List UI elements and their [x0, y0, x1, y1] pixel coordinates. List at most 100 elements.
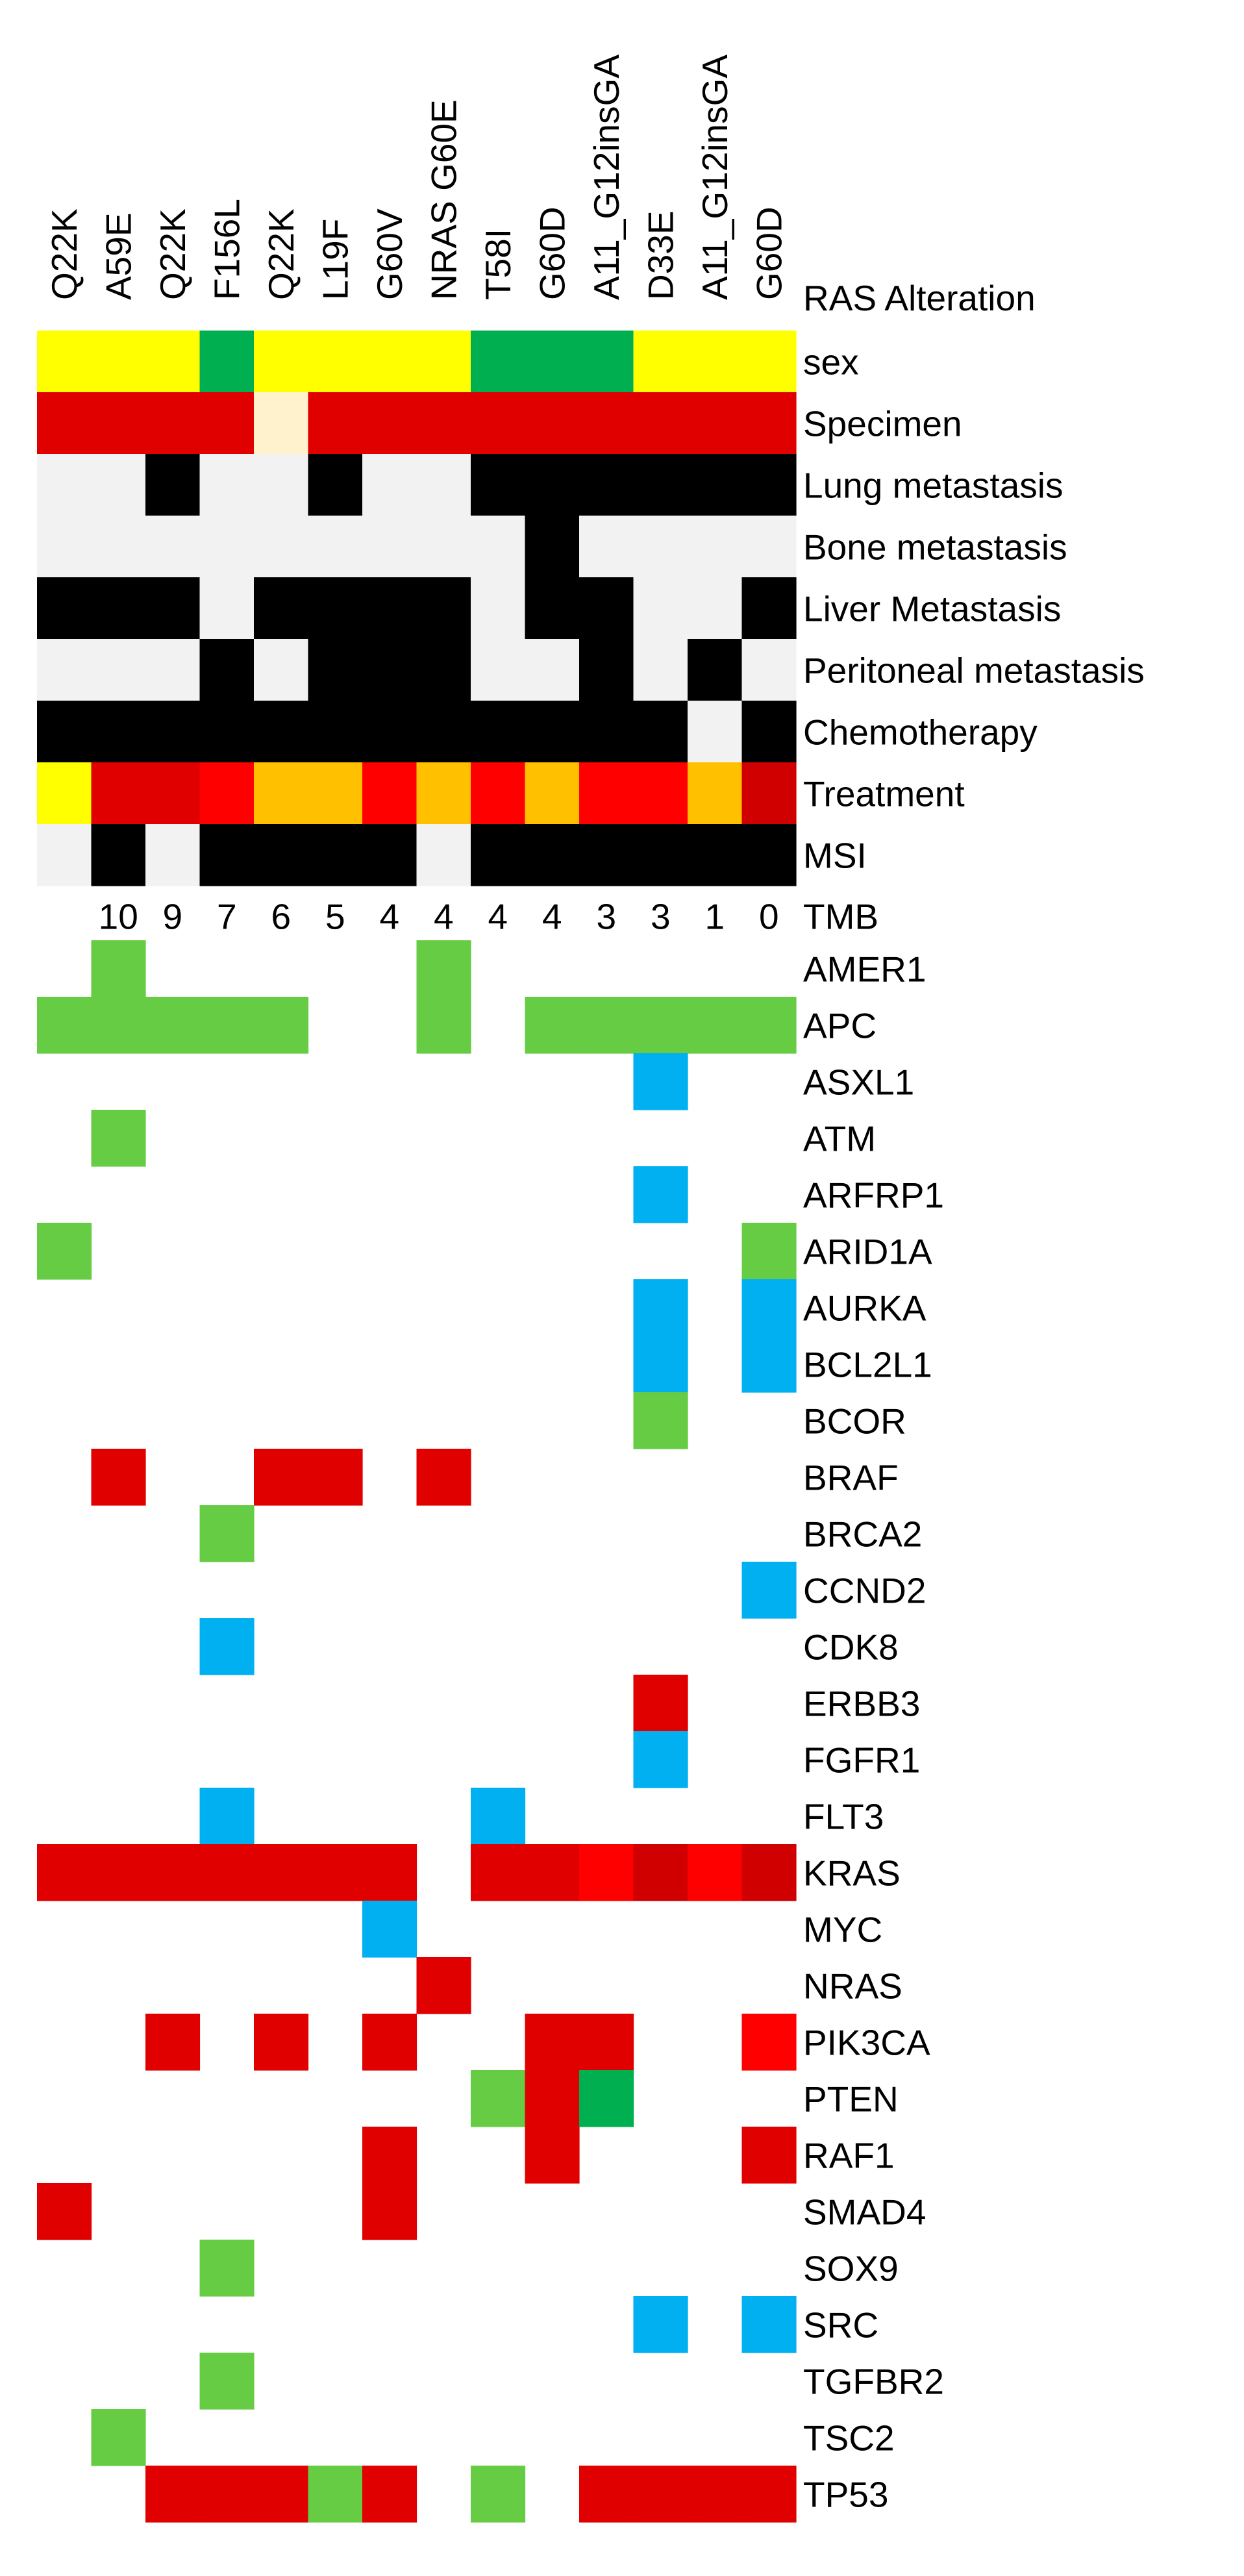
tmb-value-2: 10	[99, 897, 138, 937]
cell-flt3-9	[471, 1788, 526, 1845]
tmb-value-9: 4	[488, 897, 508, 937]
row-label-smad4: SMAD4	[803, 2192, 927, 2232]
row-label-cdk8: CDK8	[803, 1627, 899, 1668]
cell-msi-3	[145, 824, 201, 886]
cell-kras-10	[525, 1844, 580, 1901]
tmb-value-12: 3	[651, 897, 671, 937]
cell-peritoneal-metastasis-5	[254, 639, 309, 701]
row-label-brca2: BRCA2	[803, 1514, 922, 1555]
cell-bone-metastasis-2	[91, 516, 146, 578]
cell-treatment-13	[688, 762, 743, 825]
cell-msi-2	[91, 824, 146, 886]
cell-liver-metastasis-1	[37, 577, 92, 640]
cell-smad4-1	[37, 2183, 92, 2240]
cell-bone-metastasis-7	[362, 516, 417, 578]
cell-msi-9	[471, 824, 526, 886]
cell-peritoneal-metastasis-2	[91, 639, 146, 701]
cell-sex-4	[199, 331, 255, 393]
cell-lung-metastasis-14	[741, 454, 797, 516]
cell-specimen-7	[362, 392, 417, 455]
tmb-value-4: 7	[217, 897, 237, 937]
cell-treatment-2	[91, 762, 146, 825]
cell-kras-2	[91, 1844, 146, 1901]
cell-specimen-13	[688, 392, 743, 455]
cell-peritoneal-metastasis-4	[199, 639, 255, 701]
cell-apc-1	[37, 997, 92, 1054]
cell-peritoneal-metastasis-8	[416, 639, 471, 701]
cell-treatment-12	[633, 762, 688, 825]
heatmap-cells	[37, 331, 797, 2523]
cell-msi-6	[308, 824, 363, 886]
sample-label-14: G60D	[749, 206, 789, 300]
cell-treatment-11	[579, 762, 634, 825]
cell-bone-metastasis-11	[579, 516, 634, 578]
cell-apc-5	[254, 997, 309, 1054]
row-label-bone-metastasis: Bone metastasis	[803, 527, 1067, 568]
tmb-value-5: 6	[271, 897, 291, 937]
sample-label-12: D33E	[640, 210, 680, 300]
cell-chemotherapy-6	[308, 701, 363, 763]
cell-apc-14	[741, 997, 797, 1054]
cell-peritoneal-metastasis-13	[688, 639, 743, 701]
row-label-treatment: Treatment	[803, 774, 965, 814]
cell-braf-2	[91, 1449, 146, 1506]
cell-bone-metastasis-13	[688, 516, 743, 578]
cell-bone-metastasis-5	[254, 516, 309, 578]
cell-fgfr1-12	[633, 1731, 688, 1788]
sample-label-6: L19F	[315, 219, 355, 300]
sample-label-10: G60D	[532, 206, 572, 300]
cell-bone-metastasis-6	[308, 516, 363, 578]
row-label-raf1: RAF1	[803, 2136, 895, 2176]
cell-chemotherapy-1	[37, 701, 92, 763]
cell-kras-13	[688, 1844, 743, 1901]
cell-sex-12	[633, 331, 688, 393]
cell-chemotherapy-14	[741, 701, 797, 763]
row-label-nras: NRAS	[803, 1966, 902, 2007]
cell-tgfbr2-4	[199, 2353, 255, 2410]
cell-peritoneal-metastasis-1	[37, 639, 92, 701]
cell-kras-4	[199, 1844, 255, 1901]
row-label-apc: APC	[803, 1006, 877, 1046]
cell-liver-metastasis-2	[91, 577, 146, 640]
cell-lung-metastasis-5	[254, 454, 309, 516]
cell-treatment-1	[37, 762, 92, 825]
cell-treatment-6	[308, 762, 363, 825]
row-label-tp53: TP53	[803, 2475, 888, 2515]
cell-specimen-8	[416, 392, 471, 455]
cell-specimen-10	[525, 392, 580, 455]
row-label-specimen: Specimen	[803, 404, 962, 444]
cell-pik3ca-5	[254, 2014, 309, 2071]
cell-peritoneal-metastasis-7	[362, 639, 417, 701]
cell-kras-1	[37, 1844, 92, 1901]
cell-apc-3	[145, 997, 201, 1054]
cell-msi-10	[525, 824, 580, 886]
cell-liver-metastasis-5	[254, 577, 309, 640]
cell-sex-2	[91, 331, 146, 393]
row-label-pten: PTEN	[803, 2079, 899, 2120]
row-label-flt3: FLT3	[803, 1797, 884, 1837]
cell-amer1-2	[91, 940, 146, 997]
cell-chemotherapy-13	[688, 701, 743, 763]
cell-tp53-3	[145, 2466, 201, 2523]
tmb-value-14: 0	[759, 897, 779, 937]
cell-sex-6	[308, 331, 363, 393]
row-label-bcor: BCOR	[803, 1401, 906, 1442]
cell-peritoneal-metastasis-12	[633, 639, 688, 701]
cell-atm-2	[91, 1110, 146, 1167]
cell-bone-metastasis-12	[633, 516, 688, 578]
cell-chemotherapy-8	[416, 701, 471, 763]
cell-kras-3	[145, 1844, 201, 1901]
cell-tp53-12	[633, 2466, 688, 2523]
sample-label-3: Q22K	[153, 208, 193, 300]
cell-tsc2-2	[91, 2409, 146, 2466]
cell-kras-9	[471, 1844, 526, 1901]
cell-nras-8	[416, 1957, 471, 2014]
cell-bcor-12	[633, 1392, 688, 1449]
row-label-sex: sex	[803, 342, 859, 382]
cell-bone-metastasis-9	[471, 516, 526, 578]
cell-pik3ca-11	[579, 2014, 634, 2071]
cell-braf-5	[254, 1449, 309, 1506]
cell-brca2-4	[199, 1505, 255, 1562]
tmb-value-13: 1	[704, 897, 725, 937]
